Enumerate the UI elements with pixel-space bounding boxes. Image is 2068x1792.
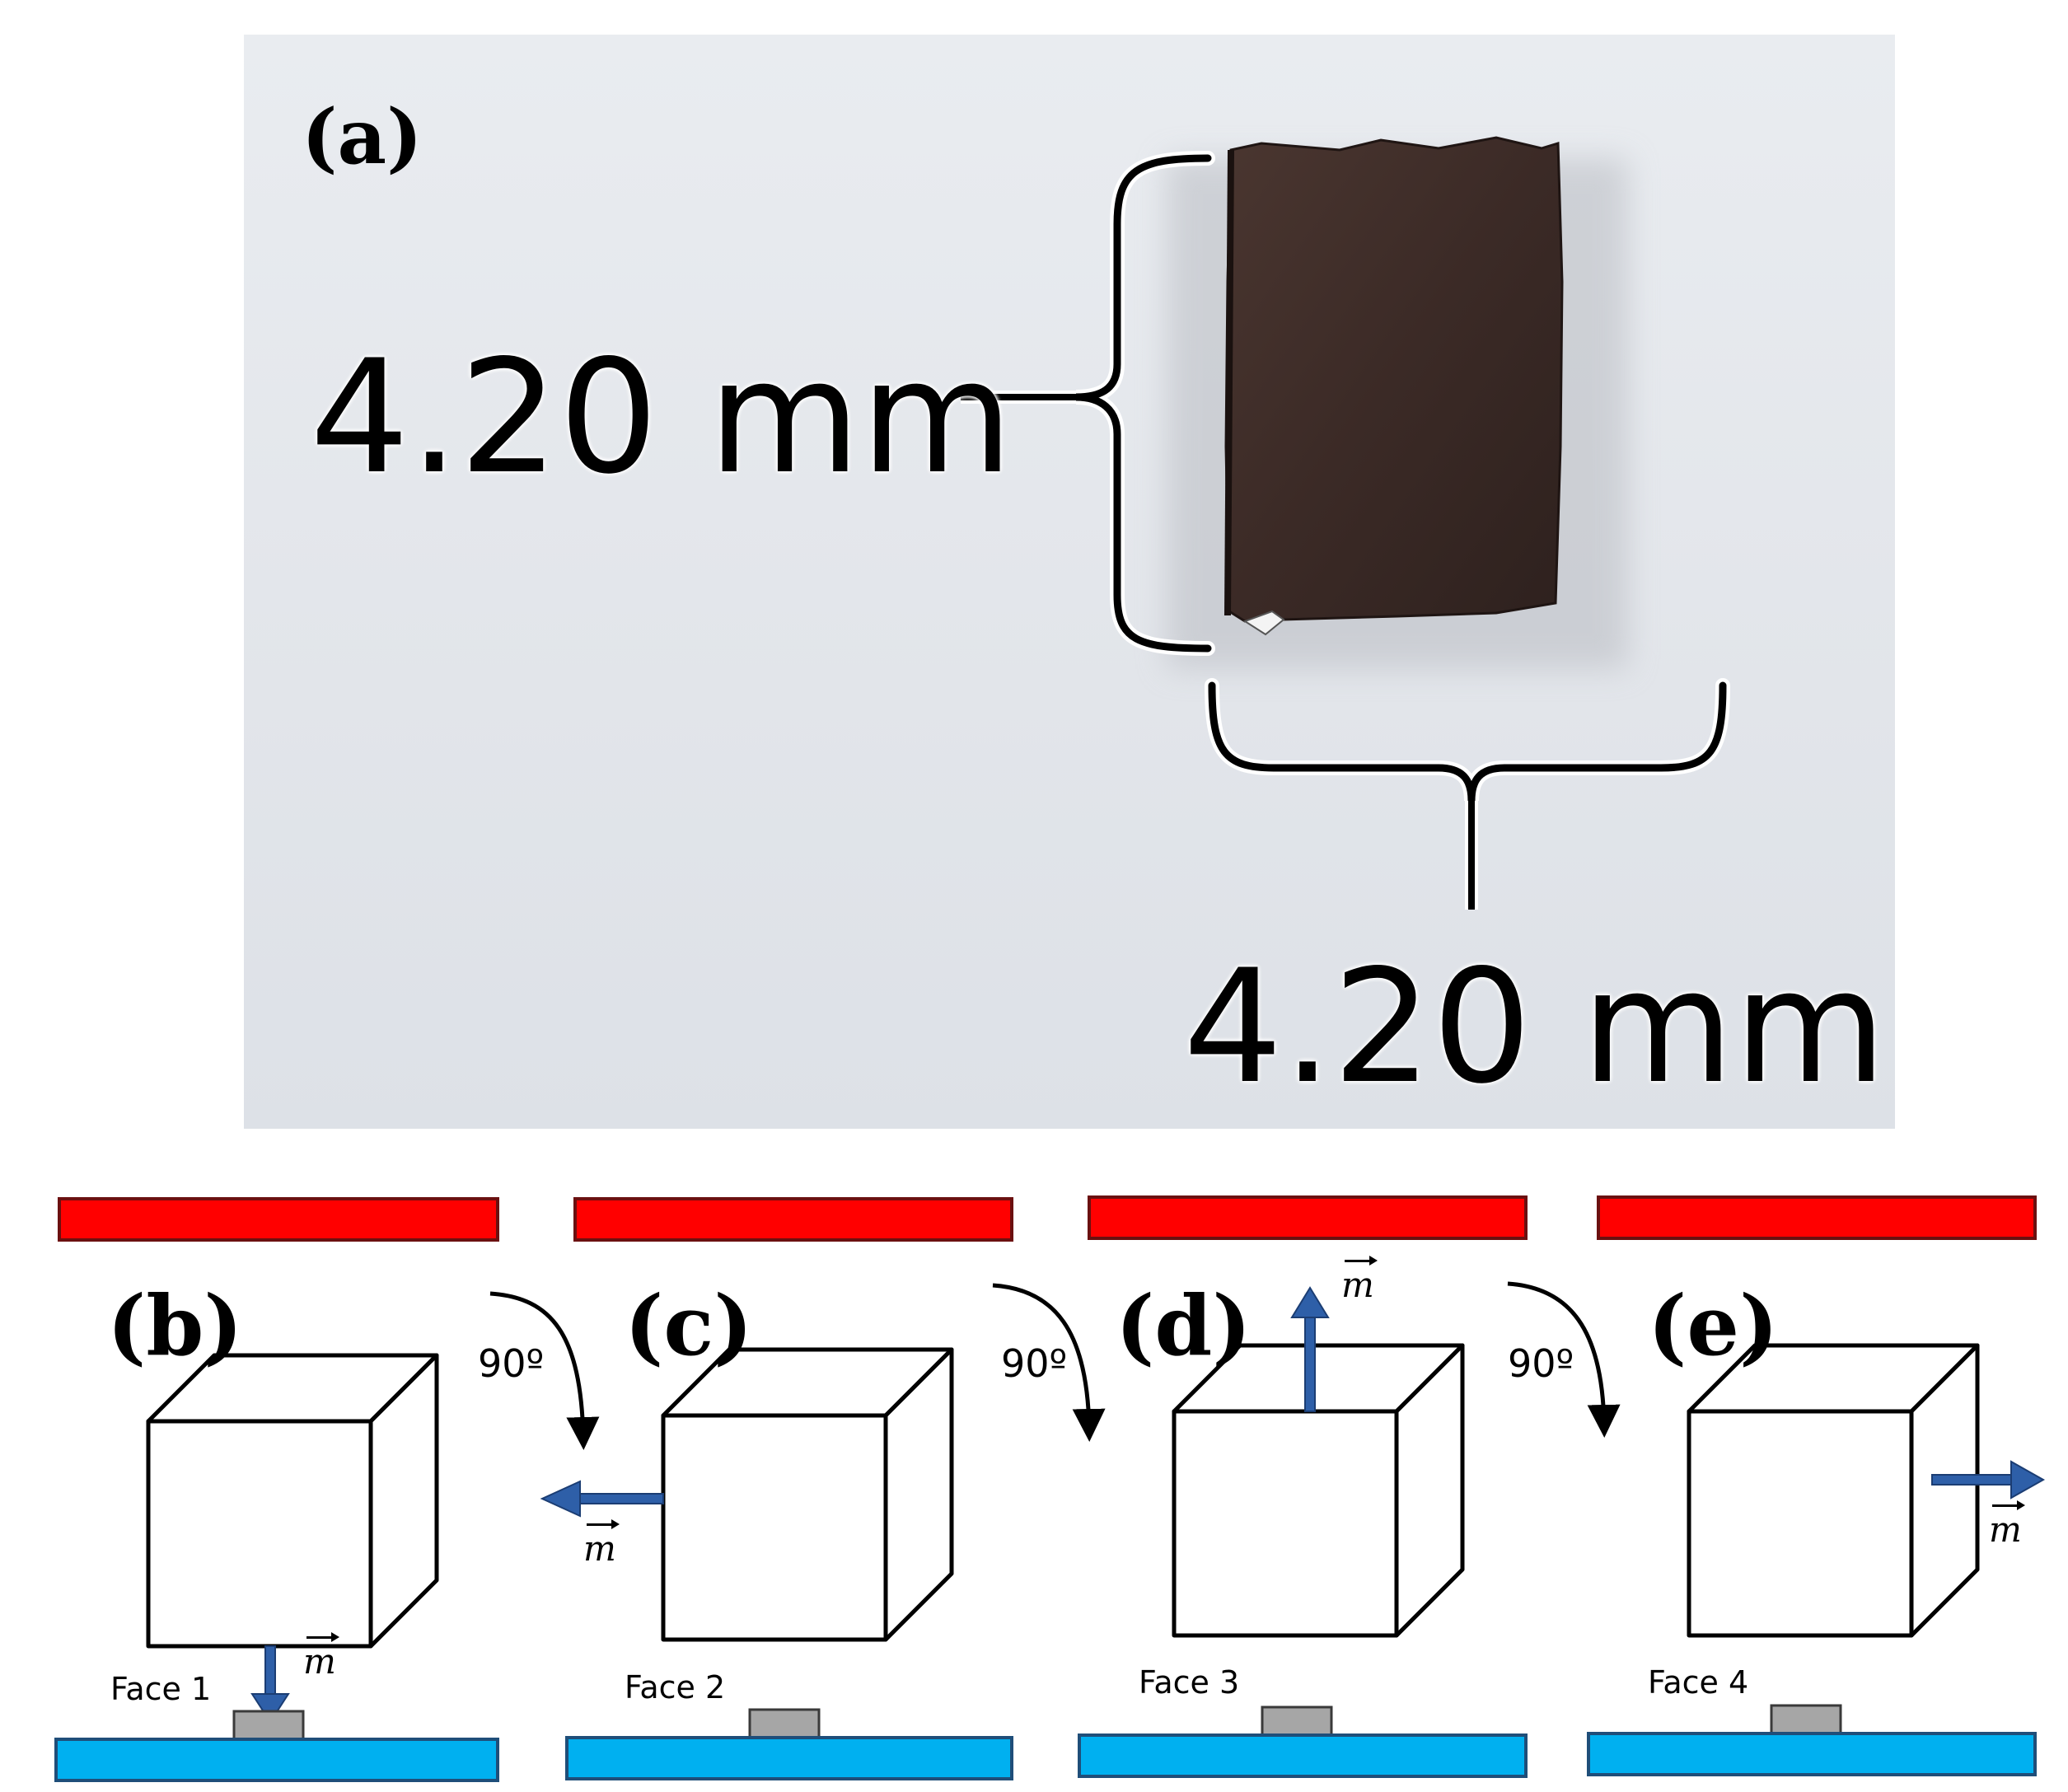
- face-label-2: Face 2: [625, 1669, 726, 1705]
- magnet-bar-b: [58, 1197, 499, 1242]
- width-brace-line: [1208, 681, 1727, 802]
- face-label-1: Face 1: [110, 1671, 212, 1707]
- rotation-arrow-3: [1507, 1281, 1621, 1438]
- base-plate-b: [54, 1738, 499, 1782]
- sensor-pad-d: [1261, 1705, 1333, 1737]
- cube-d: [1172, 1343, 1465, 1638]
- rotation-angle-2: 90º: [1001, 1341, 1068, 1386]
- cube-c: [661, 1347, 954, 1642]
- moment-arrow-c: [540, 1480, 664, 1518]
- panel-label-a: (a): [302, 92, 423, 181]
- base-plate-e: [1587, 1732, 2037, 1776]
- rotation-arrow-1: [489, 1291, 600, 1450]
- sensor-pad-e: [1770, 1704, 1842, 1735]
- moment-label-d: m: [1341, 1256, 1378, 1305]
- moment-arrow-b: [250, 1645, 290, 1724]
- rotation-angle-1: 90º: [478, 1341, 545, 1386]
- moment-symbol: m: [303, 1632, 339, 1682]
- face-label-3: Face 3: [1139, 1664, 1240, 1701]
- cube-e: [1687, 1343, 1980, 1638]
- sample-cube: [1224, 136, 1564, 623]
- moment-symbol: m: [1989, 1500, 2025, 1550]
- magnet-bar-d: [1088, 1195, 1528, 1240]
- moment-label-e: m: [1989, 1500, 2025, 1550]
- rotation-angle-3: 90º: [1508, 1341, 1574, 1386]
- cube-b: [146, 1353, 439, 1649]
- moment-symbol: m: [1341, 1256, 1378, 1305]
- face-label-4: Face 4: [1648, 1664, 1749, 1701]
- rotation-arrow-2: [992, 1283, 1106, 1442]
- sample-photo: (a) 4.20 mm 4.20 mm: [244, 35, 1895, 1129]
- diagram-graphics: [54, 1195, 2046, 1782]
- magnet-bar-c: [573, 1197, 1013, 1242]
- height-dimension-label: 4.20 mm: [310, 326, 1013, 508]
- magnet-bar-e: [1597, 1195, 2037, 1240]
- moment-label-b: m: [303, 1632, 339, 1682]
- photo-graphics: [961, 136, 1730, 910]
- base-plate-c: [565, 1736, 1013, 1780]
- base-plate-d: [1078, 1734, 1528, 1778]
- panel-label-c: (c): [625, 1277, 753, 1374]
- panel-label-e: (e): [1648, 1277, 1779, 1374]
- moment-arrow-d: [1290, 1286, 1330, 1412]
- sensor-pad-c: [748, 1708, 821, 1739]
- panel-label-d: (d): [1116, 1277, 1252, 1374]
- moment-arrow-e: [1931, 1460, 2046, 1500]
- sample-chip: [1242, 610, 1285, 636]
- panel-label-b: (b): [107, 1277, 243, 1374]
- width-dimension-label: 4.20 mm: [1183, 936, 1887, 1118]
- sample-left-edge: [1224, 149, 1234, 616]
- rotation-diagram: (b) (c) (d) (e) 90º 90º 90º m m m m Face…: [0, 1153, 2068, 1792]
- moment-label-c: m: [583, 1519, 620, 1569]
- sensor-pad-b: [232, 1710, 305, 1741]
- moment-symbol: m: [583, 1519, 620, 1569]
